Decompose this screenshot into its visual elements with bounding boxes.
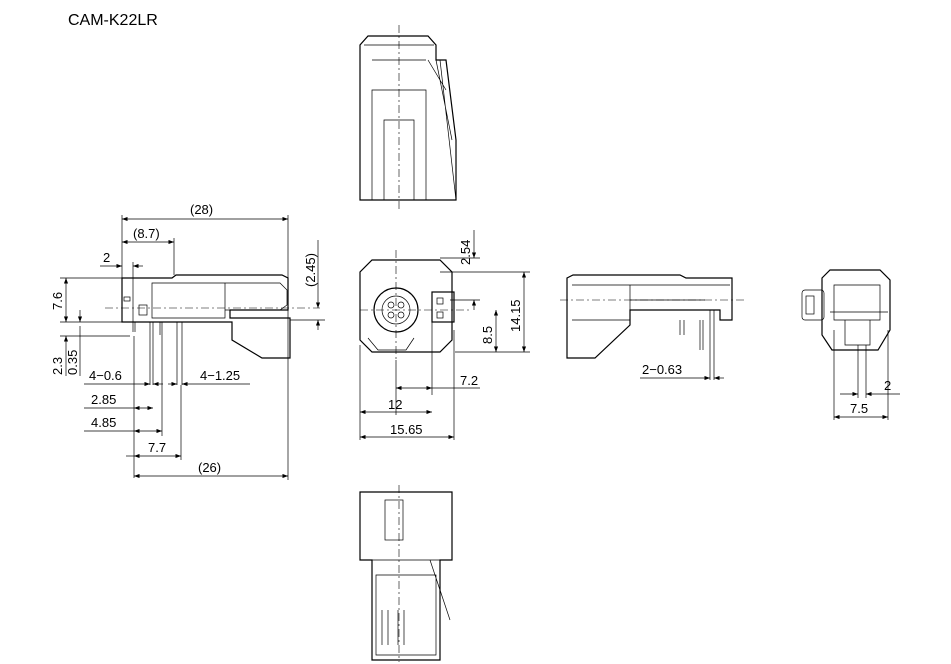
dim-pitch-a: 2.85 (91, 392, 116, 407)
part-number-title: CAM-K22LR (68, 12, 158, 29)
dim-pitch-c: 7.7 (148, 440, 166, 455)
dim-front-offset: 7.2 (460, 373, 478, 388)
dim-pin-large-dia: 4−1.25 (200, 368, 240, 383)
dim-side-center-height: (2.45) (303, 253, 318, 287)
dim-front-center-height: 8.5 (480, 326, 495, 344)
rear-view (801, 269, 900, 420)
dim-side-pin-length: 2.3 (50, 357, 65, 375)
right-side-view (560, 274, 745, 381)
dim-front-width-inner: 12 (388, 397, 402, 412)
dim-side-two: 2 (103, 250, 110, 265)
left-side-view (60, 215, 325, 480)
dim-side-overall: (28) (190, 202, 213, 217)
dim-rear-width: 7.5 (850, 401, 868, 416)
dim-pitch-b: 4.85 (91, 415, 116, 430)
bottom-view (359, 485, 453, 662)
dim-side-base-length: (26) (198, 460, 221, 475)
front-view (359, 230, 530, 440)
dim-front-width: 15.65 (390, 422, 423, 437)
dim-front-center-to-top: 2.54 (458, 240, 473, 265)
dim-side-height: 7.6 (50, 292, 65, 310)
dim-rear-two: 2 (884, 378, 891, 393)
dim-front-height: 14.15 (508, 299, 523, 332)
dim-side-front-offset: (8.7) (133, 226, 160, 241)
dim-right-pins: 2−0.63 (642, 362, 682, 377)
top-view (359, 25, 457, 212)
dim-side-standoff: 0.35 (65, 350, 80, 375)
dim-pin-small-dia: 4−0.6 (89, 368, 122, 383)
